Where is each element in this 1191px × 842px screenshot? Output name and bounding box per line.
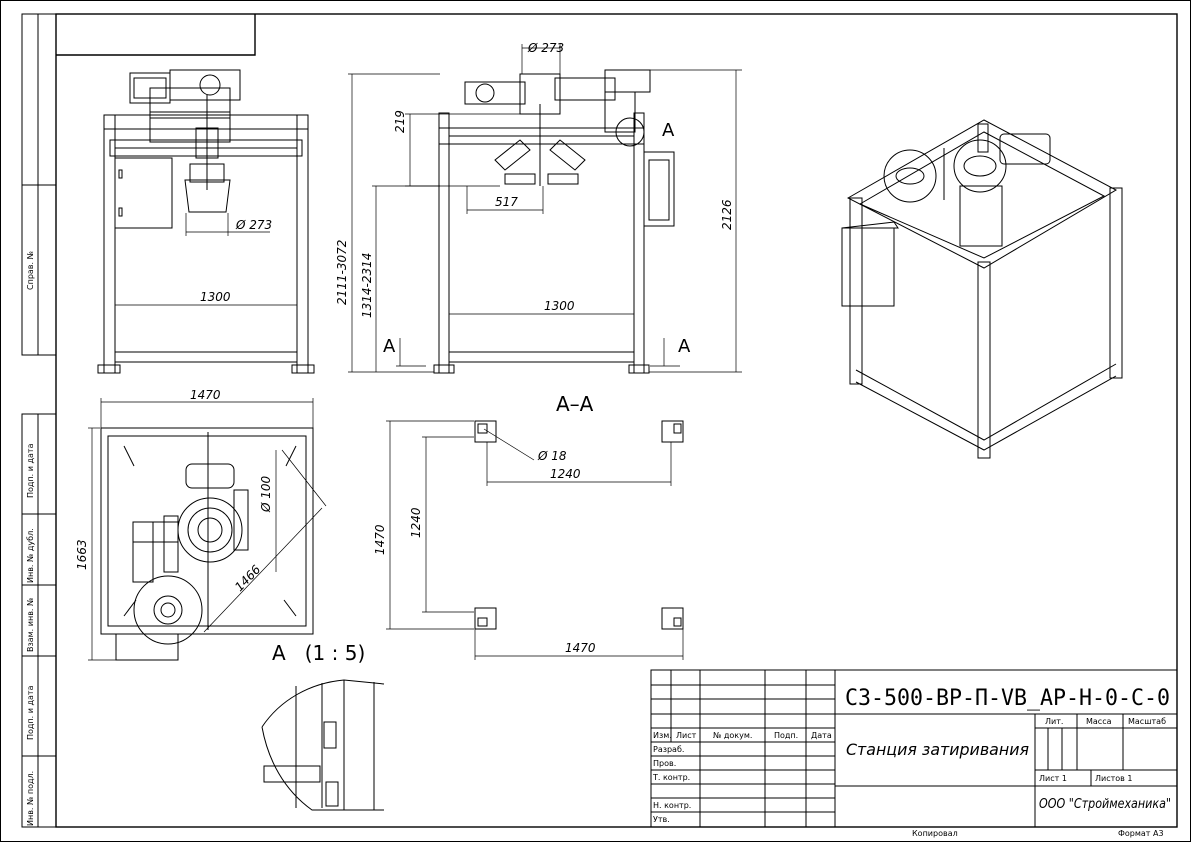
section-mark-right: A (678, 336, 691, 357)
title-block-designation: СЗ-500-ВР-П-VB_AP-Н-0-С-0 (845, 686, 1170, 711)
footer-format: Формат А3 (1118, 829, 1164, 838)
detail-mark: A (662, 120, 675, 141)
dim-top-1663: 1663 (75, 539, 89, 570)
title-block (650, 669, 1178, 828)
dim-side-517: 517 (495, 195, 518, 209)
row-prov: Пров. (653, 759, 676, 768)
stamp-text: Взам. инв. № (26, 597, 35, 652)
dim-side-range1: 2111-3072 (335, 240, 349, 305)
detail-view (261, 679, 385, 811)
row-razrab: Разраб. (653, 745, 684, 754)
dim-side-top-diameter: Ø 273 (527, 41, 564, 55)
top-view (100, 427, 314, 661)
row-nkontr: Н. контр. (653, 801, 691, 810)
col-doc: № докум. (713, 731, 752, 740)
dim-side-width: 1300 (544, 299, 575, 313)
stamp-text: Инв. № подл. (26, 771, 35, 826)
col-izm: Изм. (653, 731, 672, 740)
sheet-label: Лист 1 (1039, 774, 1067, 783)
dim-side-2126: 2126 (720, 199, 734, 230)
massa-label: Масса (1086, 717, 1112, 726)
footer-copied: Копировал (912, 829, 958, 838)
row-tkontr: Т. контр. (652, 773, 690, 782)
section-mark-left: A (383, 336, 396, 357)
lit-label: Лит. (1045, 717, 1063, 726)
stamp-text: Инв. № дубл. (26, 528, 35, 583)
title-block-name: Станция затиривания (846, 740, 1029, 759)
dim-side-219: 219 (393, 110, 407, 133)
dim-front-diameter: Ø 273 (235, 218, 272, 232)
detail-title: A (1 : 5) (272, 641, 365, 665)
masshtab-label: Масштаб (1128, 717, 1166, 726)
side-view (433, 69, 675, 374)
stamp-text: Подп. и дата (26, 443, 35, 498)
front-view (97, 69, 315, 374)
dim-side-range2: 1314-2314 (360, 253, 374, 318)
title-block-company: ООО "Строймеханика" (1039, 797, 1171, 812)
dim-front-width: 1300 (200, 290, 231, 304)
col-data: Дата (811, 731, 832, 740)
col-list: Лист (676, 731, 697, 740)
section-aa-title: A–A (556, 392, 594, 416)
dim-top-100: Ø 100 (259, 475, 273, 513)
dim-aa-1470-h: 1470 (565, 641, 596, 655)
col-podp: Подп. (774, 731, 798, 740)
dim-aa-1470-v: 1470 (373, 524, 387, 555)
dim-aa-18: Ø 18 (537, 449, 567, 463)
left-stamp-column (21, 13, 57, 828)
section-aa-view (474, 420, 684, 630)
stamp-text: Подп. и дата (26, 685, 35, 740)
isometric-view (841, 119, 1123, 459)
dim-top-1470: 1470 (190, 388, 221, 402)
dim-aa-1240-v: 1240 (409, 507, 423, 538)
stamp-text: Справ. № (26, 250, 35, 290)
sheets-label: Листов 1 (1095, 774, 1133, 783)
dim-top-1466: 1466 (232, 562, 264, 594)
row-utv: Утв. (653, 815, 670, 824)
dim-aa-1240-h: 1240 (550, 467, 581, 481)
